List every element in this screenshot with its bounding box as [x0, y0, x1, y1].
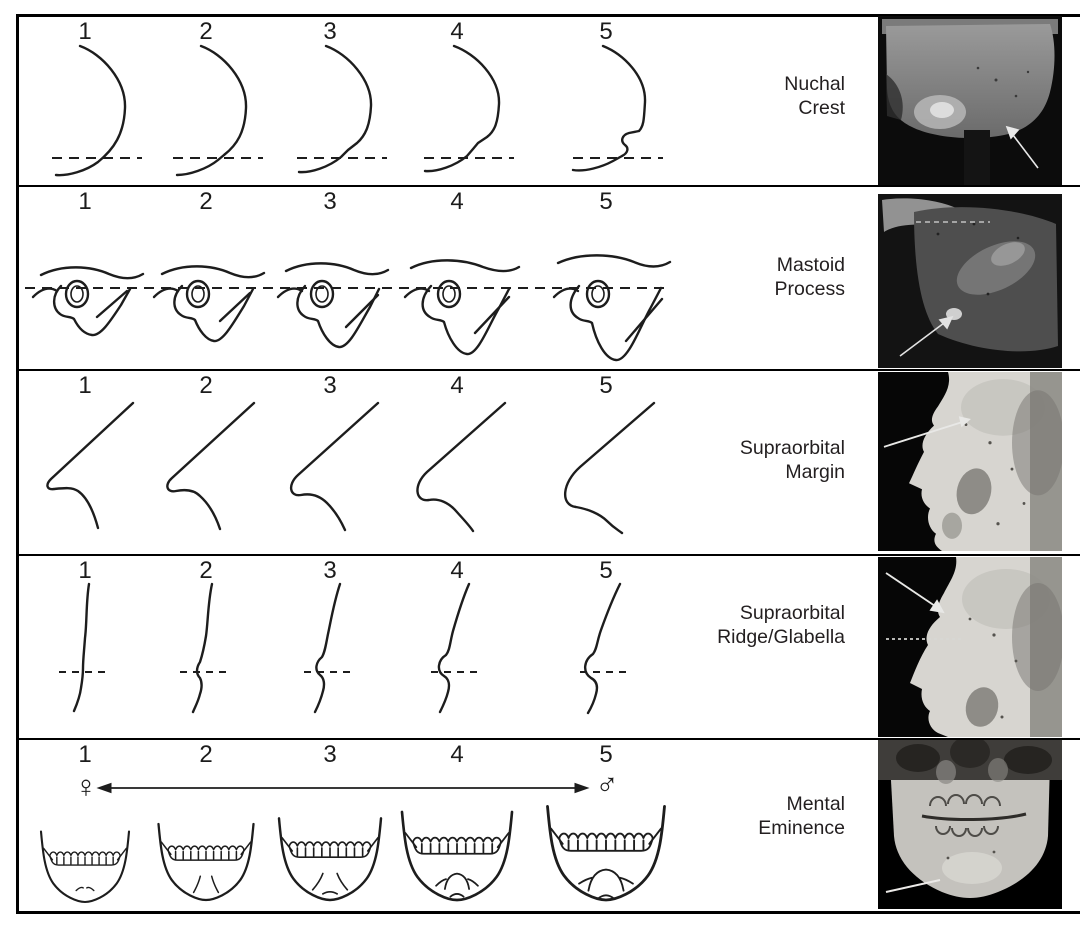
score-number: 4 — [450, 372, 464, 399]
mandible-score-5-drawing — [546, 804, 666, 902]
score-number: 3 — [323, 741, 337, 768]
score-number: 5 — [599, 18, 613, 45]
row-separator-2 — [16, 369, 1080, 371]
glabella-score-2-drawing — [191, 582, 214, 714]
mandible-score-3-drawing — [277, 817, 383, 902]
score-number: 1 — [78, 18, 92, 45]
row-label-mental-eminence: Mental Eminence — [758, 793, 845, 839]
row-supraorbital-margin: 1 2 3 4 5 Supraorbital Margin — [0, 371, 1080, 554]
frame-bottom-border — [16, 911, 1080, 914]
row-label-mastoid-process: Mastoid Process — [774, 254, 845, 300]
nuchal-crest-score-3-drawing — [297, 44, 387, 174]
score-number: 5 — [599, 741, 613, 768]
row-separator-1 — [16, 185, 1080, 187]
score-number: 5 — [599, 188, 613, 215]
nuchal-crest-score-2-drawing — [173, 44, 263, 177]
row-mental-eminence: 1 2 3 4 5 ♀ ♂ — [0, 740, 1080, 911]
mental-eminence-drawings — [39, 782, 666, 904]
row-label-supraorbital-margin: Supraorbital Margin — [739, 437, 845, 483]
mastoid-score-4-drawing — [403, 259, 521, 356]
mental-eminence-photo — [878, 740, 1062, 909]
row-label-nuchal-crest: Nuchal Crest — [784, 73, 845, 119]
score-number: 3 — [323, 372, 337, 399]
row-separator-4 — [16, 738, 1080, 740]
mastoid-process-photo — [878, 194, 1062, 368]
score-number: 3 — [323, 18, 337, 45]
pointer-line-icon — [885, 879, 941, 893]
row-label-supraorbital-ridge-glabella: Supraorbital Ridge/Glabella — [717, 602, 845, 648]
row-mastoid-process: 1 2 3 4 5 — [0, 187, 1080, 369]
sex-scale-arrow — [96, 782, 590, 794]
score-number: 2 — [199, 18, 213, 45]
mandible-score-4-drawing — [400, 810, 514, 902]
mastoid-score-2-drawing — [152, 265, 266, 343]
score-number: 4 — [450, 18, 464, 45]
supraorbital-margin-score-1-drawing — [46, 401, 135, 530]
frame-left-border — [16, 14, 19, 914]
score-number: 3 — [323, 557, 337, 584]
glabella-score-5-drawing — [584, 582, 622, 715]
supraorbital-margin-drawings — [46, 401, 656, 535]
supraorbital-margin-score-3-drawing — [290, 401, 380, 532]
nuchal-crest-score-5-drawing — [571, 44, 663, 172]
pointer-arrow-icon — [1005, 125, 1039, 169]
score-number: 4 — [450, 188, 464, 215]
pointer-line-icon — [883, 416, 971, 448]
mastoid-score-3-drawing — [276, 262, 390, 349]
row-supraorbital-ridge-glabella: 1 2 3 4 5 S — [0, 556, 1080, 738]
supraorbital-margin-score-4-drawing — [416, 401, 507, 533]
nuchal-crest-drawings — [52, 44, 663, 177]
mandible-score-2-drawing — [157, 822, 255, 902]
score-number: 4 — [450, 557, 464, 584]
glabella-score-1-drawing — [72, 582, 91, 713]
supraorbital-ridge-photo — [878, 557, 1062, 737]
nuchal-crest-photo — [878, 16, 1062, 185]
supraorbital-margin-score-2-drawing — [166, 401, 256, 531]
score-number: 2 — [199, 557, 213, 584]
score-number: 1 — [78, 557, 92, 584]
supraorbital-ridge-drawings — [59, 582, 628, 715]
glabella-score-4-drawing — [437, 582, 471, 714]
score-number: 4 — [450, 741, 464, 768]
row-separator-3 — [16, 554, 1080, 556]
frame-top-border — [16, 14, 1080, 17]
score-number: 5 — [599, 557, 613, 584]
pointer-arrow-icon — [885, 572, 945, 614]
nuchal-crest-score-4-drawing — [423, 44, 514, 173]
score-number: 1 — [78, 188, 92, 215]
supraorbital-margin-score-5-drawing — [564, 401, 656, 535]
mastoid-process-drawings — [25, 254, 672, 362]
score-number: 5 — [599, 372, 613, 399]
score-number: 2 — [199, 741, 213, 768]
mastoid-score-1-drawing — [31, 266, 145, 337]
score-number: 2 — [199, 188, 213, 215]
score-number: 2 — [199, 372, 213, 399]
glabella-score-3-drawing — [313, 582, 342, 714]
mandible-score-1-drawing — [39, 830, 131, 904]
supraorbital-margin-photo — [878, 372, 1062, 551]
row-nuchal-crest: 1 2 3 4 5 — [0, 16, 1080, 185]
female-symbol: ♀ — [74, 769, 98, 804]
score-number: 3 — [323, 188, 337, 215]
male-symbol: ♂ — [595, 767, 619, 802]
score-number: 1 — [78, 372, 92, 399]
mastoid-score-5-drawing — [552, 254, 672, 362]
pointer-arrow-icon — [899, 315, 954, 357]
nuchal-crest-score-1-drawing — [52, 44, 142, 177]
score-number: 1 — [78, 741, 92, 768]
